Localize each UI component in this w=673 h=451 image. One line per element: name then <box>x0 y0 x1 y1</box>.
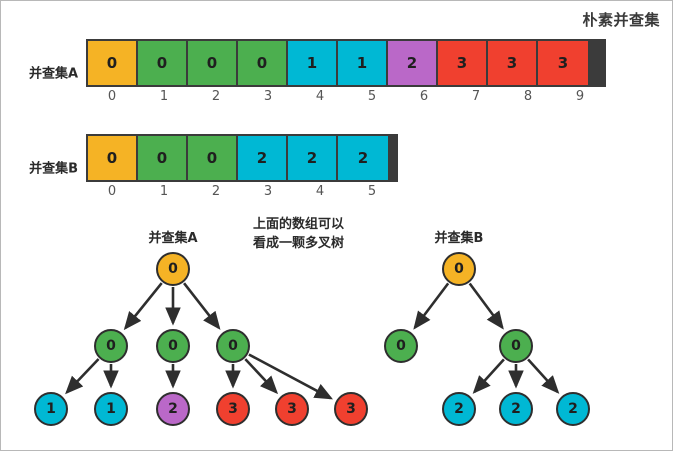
array-cell: 3 <box>538 41 588 85</box>
array-index-label: 5 <box>367 184 377 199</box>
array-index-label: 1 <box>159 184 169 199</box>
tree-edge <box>413 282 450 330</box>
array-cell: 0 <box>138 41 188 85</box>
array-index-label: 4 <box>315 89 325 104</box>
array-cell: 2 <box>238 136 288 180</box>
tree-edge <box>472 358 505 394</box>
array-cell: 2 <box>388 41 438 85</box>
array-cell: 0 <box>188 41 238 85</box>
tree-edge <box>468 282 504 330</box>
array-index-label: 2 <box>211 184 221 199</box>
tree-node: 0 <box>384 329 418 363</box>
array-indices-b: 0 1 2 3 4 5 <box>86 184 398 199</box>
array-index-label: 5 <box>367 89 377 104</box>
array-cell: 0 <box>138 136 188 180</box>
array-cell: 1 <box>338 41 388 85</box>
tree-node: 2 <box>156 392 190 426</box>
array-cell: 3 <box>488 41 538 85</box>
tree-node: 2 <box>442 392 476 426</box>
array-cell: 0 <box>88 41 138 85</box>
tree-edge <box>527 358 560 394</box>
array-index-label: 3 <box>263 89 273 104</box>
array-label-b: 并查集B <box>29 161 78 176</box>
annotation-note: 上面的数组可以 看成一颗多叉树 <box>253 216 403 254</box>
array-indices-a: 0 1 2 3 4 5 6 7 8 9 <box>86 89 606 104</box>
tree-node: 0 <box>216 329 250 363</box>
tree-node: 2 <box>556 392 590 426</box>
array-index-label: 1 <box>159 89 169 104</box>
tree-node: 3 <box>334 392 368 426</box>
array-cell: 3 <box>438 41 488 85</box>
tree-node: 0 <box>499 329 533 363</box>
tree-node: 2 <box>499 392 533 426</box>
array-index-label: 8 <box>523 89 533 104</box>
array-index-label: 9 <box>575 89 585 104</box>
annotation-line-2: 看成一颗多叉树 <box>253 235 345 251</box>
tree-edge <box>183 282 221 330</box>
array-cell: 2 <box>338 136 388 180</box>
tree-edge <box>244 358 279 395</box>
array-index-label: 0 <box>107 184 117 199</box>
tree-caption-a: 并查集A <box>148 231 198 246</box>
array-cell: 0 <box>188 136 238 180</box>
tree-node: 0 <box>156 252 190 286</box>
array-cell: 1 <box>288 41 338 85</box>
tree-caption-b: 并查集B <box>434 231 484 246</box>
array-index-label: 7 <box>471 89 481 104</box>
array-index-label: 2 <box>211 89 221 104</box>
array-index-label: 6 <box>419 89 429 104</box>
tree-node: 0 <box>156 329 190 363</box>
tree-node: 1 <box>94 392 128 426</box>
tree-edge <box>123 282 163 331</box>
array-cell: 0 <box>238 41 288 85</box>
array-index-label: 0 <box>107 89 117 104</box>
annotation-line-1: 上面的数组可以 <box>253 217 345 232</box>
array-cell: 2 <box>288 136 338 180</box>
page-title: 朴素并查集 <box>582 11 660 29</box>
tree-node: 3 <box>275 392 309 426</box>
tree-node: 3 <box>216 392 250 426</box>
array-label-a: 并查集A <box>28 66 78 81</box>
array-index-label: 3 <box>263 184 273 199</box>
tree-node: 1 <box>34 392 68 426</box>
tree-node: 0 <box>442 252 476 286</box>
tree-edge <box>65 358 100 395</box>
array-cell: 0 <box>88 136 138 180</box>
array-index-label: 4 <box>315 184 325 199</box>
tree-node: 0 <box>94 329 128 363</box>
